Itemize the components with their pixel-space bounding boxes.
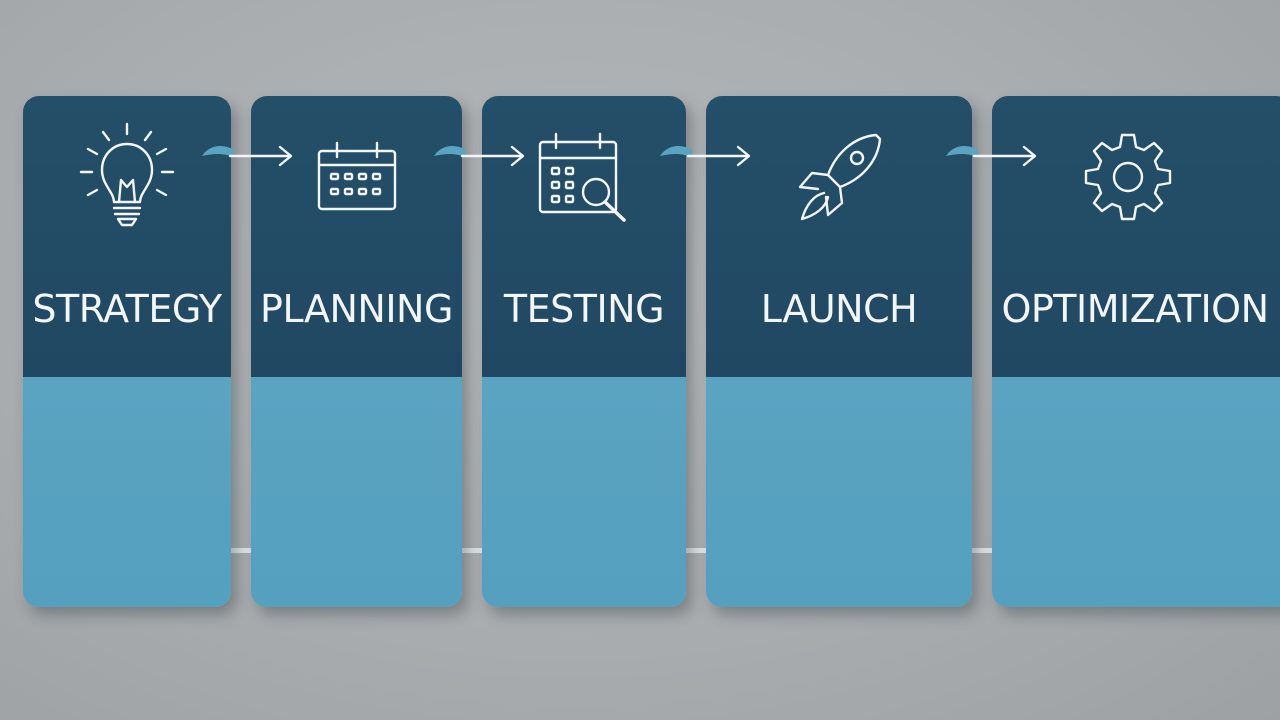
- card-bottom-panel: [992, 377, 1280, 607]
- baseline-segment: [228, 548, 254, 553]
- rocket-icon: [706, 122, 972, 232]
- card-top-panel: LAUNCH: [706, 96, 972, 377]
- card-bottom-panel: [23, 377, 231, 607]
- arrow-connector-4: [946, 145, 1037, 167]
- stage-label-optimization: OPTIMIZATION: [1001, 287, 1269, 331]
- card-bottom-panel: [482, 377, 686, 607]
- stage-card-testing: TESTING: [482, 96, 686, 607]
- stage-label-launch: LAUNCH: [760, 287, 918, 331]
- baseline-segment: [970, 548, 996, 553]
- arrow-connector-3: [660, 145, 751, 167]
- arrow-connector-1: [202, 145, 293, 167]
- card-bottom-panel: [251, 377, 462, 607]
- baseline-segment: [460, 548, 486, 553]
- gear-icon: [992, 122, 1264, 232]
- stage-card-planning: PLANNING: [251, 96, 462, 607]
- stage-card-launch: LAUNCH: [706, 96, 972, 607]
- card-top-panel: TESTING: [482, 96, 686, 377]
- card-top-panel: OPTIMIZATION: [992, 96, 1280, 377]
- stage-card-optimization: OPTIMIZATION: [992, 96, 1280, 607]
- baseline-segment: [684, 548, 710, 553]
- calendar-icon: [251, 122, 462, 232]
- card-top-panel: PLANNING: [251, 96, 462, 377]
- stage-label-strategy: STRATEGY: [32, 287, 222, 331]
- lightbulb-icon: [23, 122, 231, 232]
- stage-label-planning: PLANNING: [260, 287, 453, 331]
- card-top-panel: STRATEGY: [23, 96, 231, 377]
- card-bottom-panel: [706, 377, 972, 607]
- stage-label-testing: TESTING: [503, 287, 665, 331]
- arrow-connector-2: [434, 145, 525, 167]
- calendar-search-icon: [482, 122, 686, 232]
- stage-card-strategy: STRATEGY: [23, 96, 231, 607]
